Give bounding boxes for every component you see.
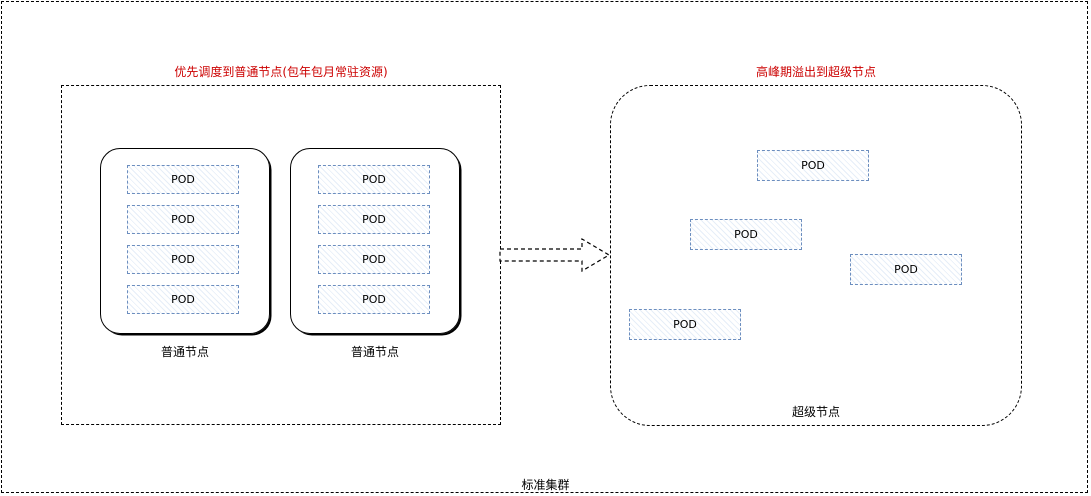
pod: POD	[690, 219, 802, 250]
pod: POD	[850, 254, 962, 285]
pod: POD	[757, 150, 869, 181]
regular-node-label: 普通节点	[350, 345, 399, 359]
pod: POD	[318, 165, 430, 194]
regular-node-2	[290, 148, 460, 334]
super-node-label: 超级节点	[791, 405, 840, 419]
pod: POD	[127, 165, 239, 194]
cluster-label: 标准集群	[521, 478, 570, 492]
regular-node-1	[100, 148, 270, 334]
pod: POD	[318, 245, 430, 274]
pod: POD	[127, 245, 239, 274]
left-group-title: 优先调度到普通节点(包年包月常驻资源)	[174, 65, 388, 79]
right-group-title: 高峰期溢出到超级节点	[755, 65, 876, 79]
pod: POD	[629, 309, 741, 340]
pod: POD	[127, 285, 239, 314]
pod: POD	[127, 205, 239, 234]
pod: POD	[318, 205, 430, 234]
super-node-group	[610, 85, 1022, 426]
pod: POD	[318, 285, 430, 314]
regular-node-label: 普通节点	[160, 345, 209, 359]
overflow-arrow	[499, 237, 611, 273]
